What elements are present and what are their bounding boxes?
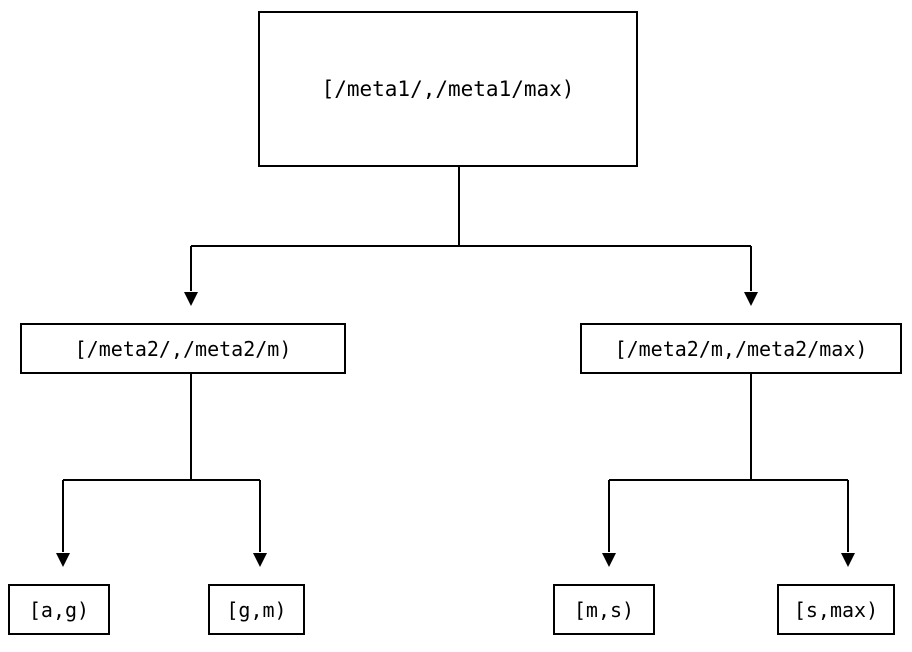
node-leaf-ag-range[interactable]: [a,g) xyxy=(8,584,110,635)
arrowhead-mid-left xyxy=(184,292,198,306)
node-leaf-ms-label: [m,s) xyxy=(573,597,635,622)
node-mid-right-range[interactable]: [/meta2/m,/meta2/max) xyxy=(580,323,902,374)
node-leaf-ag-label: [a,g) xyxy=(28,597,90,622)
node-mid-left-range[interactable]: [/meta2/,/meta2/m) xyxy=(20,323,346,374)
arrowhead-mid-right xyxy=(744,292,758,306)
node-leaf-smax-range[interactable]: [s,max) xyxy=(777,584,895,635)
node-root-range[interactable]: [/meta1/,/meta1/max) xyxy=(258,11,638,167)
node-root-label: [/meta1/,/meta1/max) xyxy=(321,76,575,101)
node-leaf-smax-label: [s,max) xyxy=(793,597,879,622)
arrowhead-leaf-ag xyxy=(56,553,70,567)
arrowhead-leaf-gm xyxy=(253,553,267,567)
arrowhead-leaf-smax xyxy=(841,553,855,567)
node-mid-left-label: [/meta2/,/meta2/m) xyxy=(74,336,292,361)
arrowhead-leaf-ms xyxy=(602,553,616,567)
node-leaf-gm-label: [g,m) xyxy=(226,597,287,622)
node-mid-right-label: [/meta2/m,/meta2/max) xyxy=(614,336,868,361)
node-leaf-gm-range[interactable]: [g,m) xyxy=(208,584,305,635)
node-leaf-ms-range[interactable]: [m,s) xyxy=(553,584,655,635)
